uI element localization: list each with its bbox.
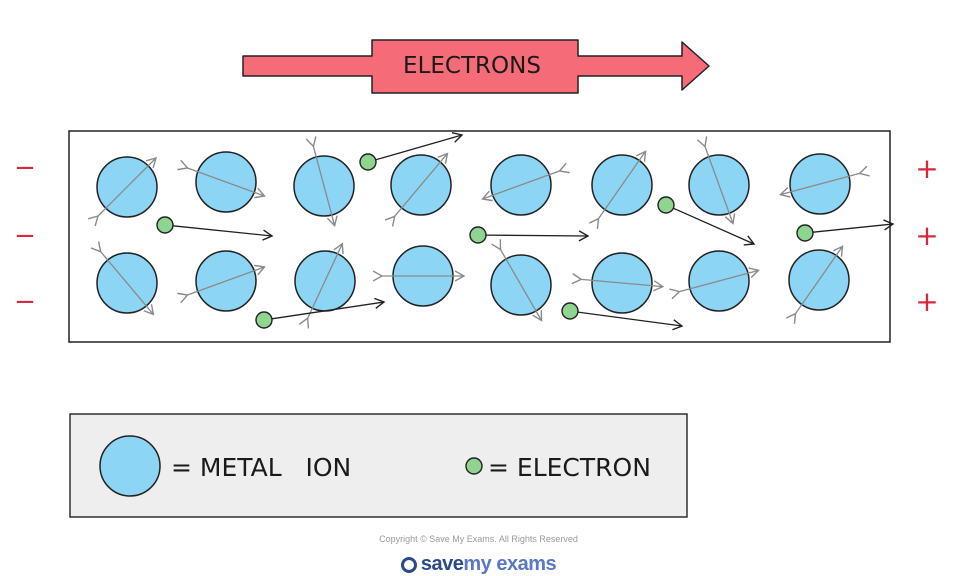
electrons-group	[156, 131, 895, 331]
metal-ion	[481, 154, 570, 216]
metal-ion	[779, 153, 870, 215]
legend-electron-label: = ELECTRON	[488, 453, 651, 482]
positive-sign: +	[915, 152, 938, 185]
metal-ion	[588, 150, 653, 229]
negative-sign: −	[14, 221, 36, 251]
metal-ion	[177, 151, 266, 213]
negative-sign: −	[14, 153, 36, 183]
negative-terminal: − − −	[14, 153, 36, 317]
brand-logo: savemy exams	[0, 553, 957, 576]
brand-logo-part2: my exams	[463, 553, 557, 575]
metal-ion	[90, 241, 158, 316]
electron-flow-label: ELECTRONS	[403, 53, 541, 79]
positive-sign: +	[915, 285, 938, 318]
electron	[657, 196, 756, 246]
electron	[561, 302, 684, 331]
positive-sign: +	[915, 219, 938, 252]
metal-ion	[294, 242, 356, 329]
electron	[796, 219, 895, 242]
legend-ion-label: = METAL ION	[171, 453, 351, 482]
metal-ion	[669, 250, 760, 312]
electron	[469, 226, 590, 244]
metal-ion	[372, 245, 466, 307]
negative-sign: −	[14, 287, 36, 317]
metal-ion	[688, 136, 750, 225]
electron	[359, 131, 464, 171]
metal-ion	[177, 250, 266, 312]
legend: = METAL ION = ELECTRON	[69, 413, 688, 518]
metal-ion	[785, 245, 850, 324]
brand-logo-part1: save	[420, 553, 464, 575]
metal-ion	[490, 239, 552, 322]
legend-ion-swatch	[99, 435, 161, 497]
copyright-notice: Copyright © Save My Exams. All Rights Re…	[379, 534, 578, 544]
metal-ion	[87, 156, 158, 227]
metal-ion	[293, 136, 355, 227]
electron	[156, 216, 274, 241]
electron-flow-arrow: ELECTRONS	[242, 39, 710, 94]
metal-ions-group	[87, 136, 870, 329]
positive-terminal: + + +	[915, 152, 938, 318]
legend-electron-swatch	[465, 457, 483, 475]
electron	[255, 297, 386, 329]
brand-logo-icon	[400, 557, 417, 573]
metal-ion	[384, 152, 452, 227]
legend-box	[69, 413, 688, 518]
metal-ion	[571, 252, 665, 314]
